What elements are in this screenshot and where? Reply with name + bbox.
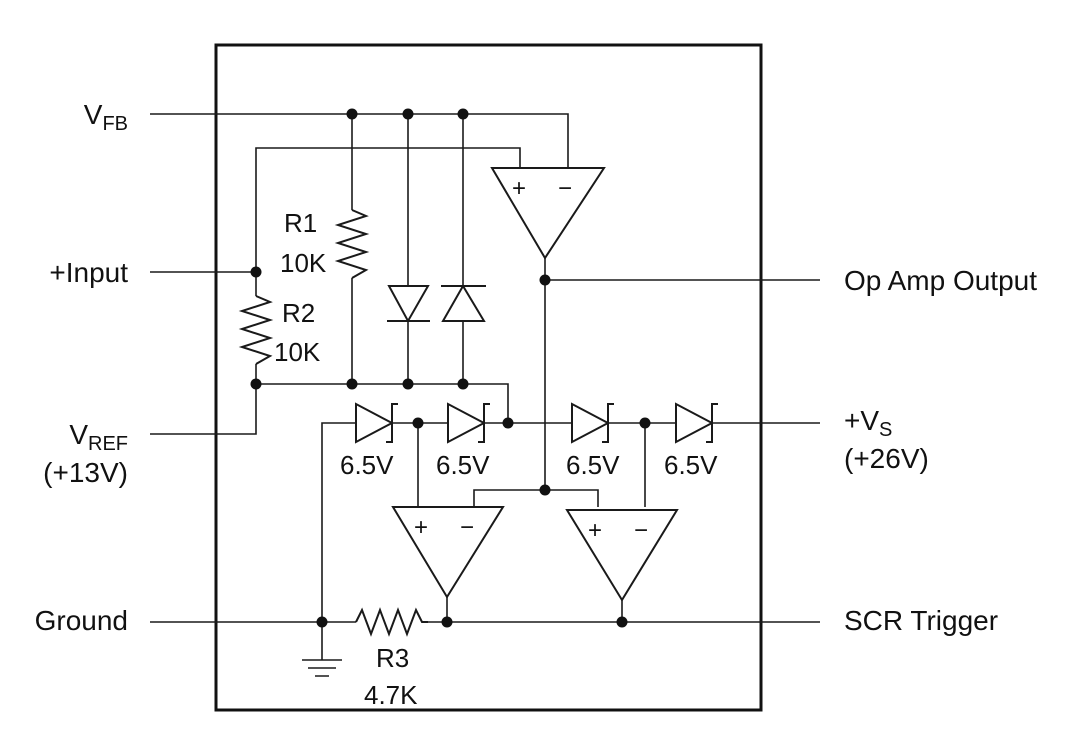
r1-value: 10K [280, 248, 327, 278]
pin-note-vref: (+13V) [43, 457, 128, 488]
opamp-lower-right-minus: − [634, 517, 648, 544]
pin-label-opamp-output: Op Amp Output [844, 265, 1037, 296]
r2-value: 10K [274, 337, 321, 367]
zener-2-value: 6.5V [436, 450, 490, 480]
opamp-lower-left-plus: + [414, 514, 428, 541]
diode-up [441, 284, 486, 322]
zener-2 [447, 402, 490, 444]
resistor-r1 [334, 209, 370, 279]
pin-label-scr-trigger: SCR Trigger [844, 605, 998, 636]
pin-label-ground: Ground [35, 605, 128, 636]
r1-name: R1 [284, 208, 317, 238]
pin-label-input: +Input [49, 257, 128, 288]
resistor-r2 [238, 295, 274, 365]
pin-label-vref: VREF [69, 419, 128, 455]
opamp-lower-left-minus: − [460, 514, 474, 541]
opamp-lower-right: + − [565, 509, 679, 602]
zener-1 [355, 402, 398, 444]
opamp-top: + − [490, 167, 606, 260]
diode-down [387, 285, 430, 324]
opamp-lower-right-plus: + [588, 517, 602, 544]
r3-name: R3 [376, 643, 409, 673]
r3-value: 4.7K [364, 680, 418, 710]
wires [150, 113, 820, 677]
zener-1-value: 6.5V [340, 450, 394, 480]
zener-3-value: 6.5V [566, 450, 620, 480]
zener-4 [675, 402, 718, 444]
opamp-top-minus: − [558, 175, 572, 202]
r2-name: R2 [282, 298, 315, 328]
zener-3 [571, 402, 614, 444]
pin-label-vs: +VS [844, 405, 892, 441]
package-outline [214, 43, 763, 712]
zener-4-value: 6.5V [664, 450, 718, 480]
pin-label-vfb: VFB [84, 99, 128, 135]
resistor-r3 [355, 607, 428, 637]
opamp-top-plus: + [512, 175, 526, 202]
pin-note-vs: (+26V) [844, 443, 929, 474]
junction-dots [250, 108, 651, 628]
opamp-lower-left: + − [391, 506, 505, 599]
